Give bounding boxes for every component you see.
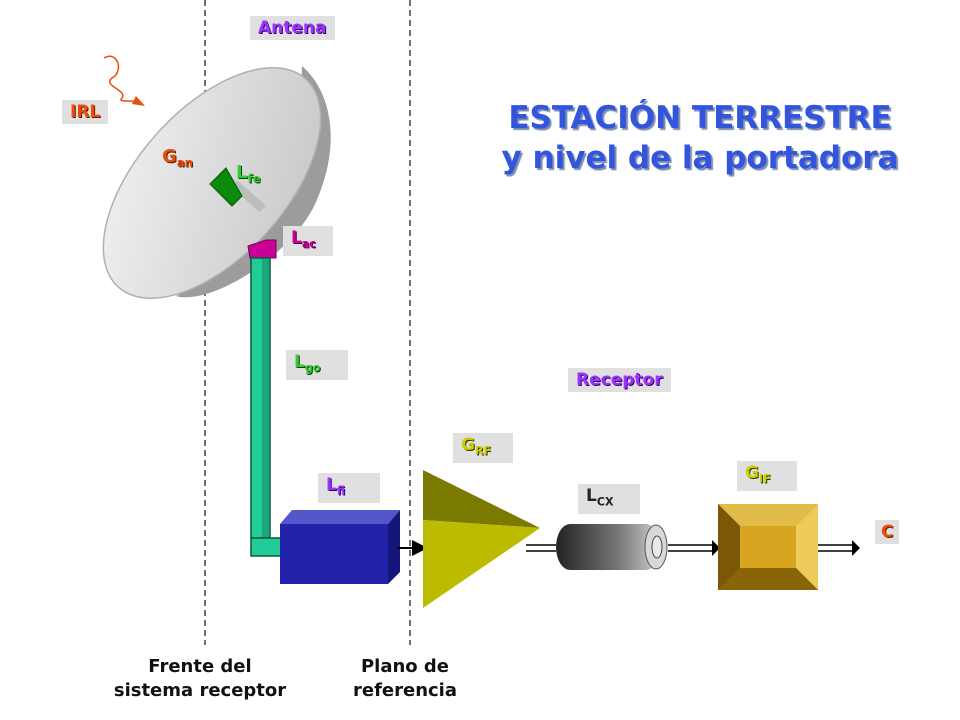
carrier-output-label: C bbox=[875, 520, 900, 544]
lac-label-main: L bbox=[291, 228, 302, 248]
receiver-label: Receptor bbox=[568, 368, 671, 392]
reference-plane-line-2: referencia bbox=[352, 680, 457, 701]
lfi-label-main: L bbox=[326, 475, 337, 495]
antenna-label: Antena bbox=[250, 16, 335, 40]
rf-amplifier bbox=[423, 470, 540, 608]
lcx-label: LCX bbox=[578, 484, 640, 515]
lac-label: Lac bbox=[283, 226, 333, 257]
incoming-signal-arrowhead bbox=[132, 96, 145, 106]
title-line-2: y nivel de la portadora bbox=[501, 140, 899, 176]
gif-label: GIF bbox=[737, 461, 797, 492]
if-amplifier bbox=[718, 504, 818, 590]
feed-horn bbox=[209, 167, 266, 213]
receiver-front-line-1: Frente del bbox=[148, 656, 252, 677]
gif-label-main: G bbox=[745, 463, 759, 483]
gan-label-main: G bbox=[162, 146, 177, 167]
lfi-label-sub: fi bbox=[336, 484, 346, 498]
lcx-label-main: L bbox=[586, 486, 597, 506]
lfe-label: Lfe bbox=[236, 162, 261, 186]
title-line-1: ESTACIÓN TERRESTRE bbox=[508, 100, 892, 136]
irl-label: IRL bbox=[62, 100, 109, 124]
gif-label-sub: IF bbox=[758, 472, 771, 486]
gan-label: Gan bbox=[162, 146, 193, 170]
incoming-signal-wave bbox=[103, 55, 141, 105]
reference-plane-caption: Plano de referencia bbox=[330, 655, 480, 703]
grf-label-main: G bbox=[461, 435, 475, 455]
grf-label-sub: RF bbox=[474, 444, 492, 458]
receiver-front-line-2: sistema receptor bbox=[113, 680, 287, 701]
gan-label-sub: an bbox=[176, 155, 193, 170]
lgo-label: Lgo bbox=[286, 350, 348, 381]
waveguide bbox=[250, 257, 283, 557]
reference-plane-line-1: Plano de bbox=[360, 656, 450, 677]
grf-label: GRF bbox=[453, 433, 513, 464]
lcx-label-sub: CX bbox=[596, 495, 614, 509]
receiver-front-caption: Frente del sistema receptor bbox=[100, 655, 300, 703]
lfe-label-main: L bbox=[236, 162, 248, 183]
lac-label-sub: ac bbox=[301, 237, 316, 251]
page-title: ESTACIÓN TERRESTRE y nivel de la portado… bbox=[480, 98, 920, 178]
coaxial-cable bbox=[556, 524, 668, 570]
lgo-label-main: L bbox=[294, 352, 305, 372]
lgo-label-sub: go bbox=[304, 361, 321, 375]
filter-block bbox=[280, 510, 400, 584]
antenna-coupler bbox=[247, 239, 277, 259]
lfi-label: Lfi bbox=[318, 473, 380, 504]
lfe-label-sub: fe bbox=[247, 171, 261, 186]
